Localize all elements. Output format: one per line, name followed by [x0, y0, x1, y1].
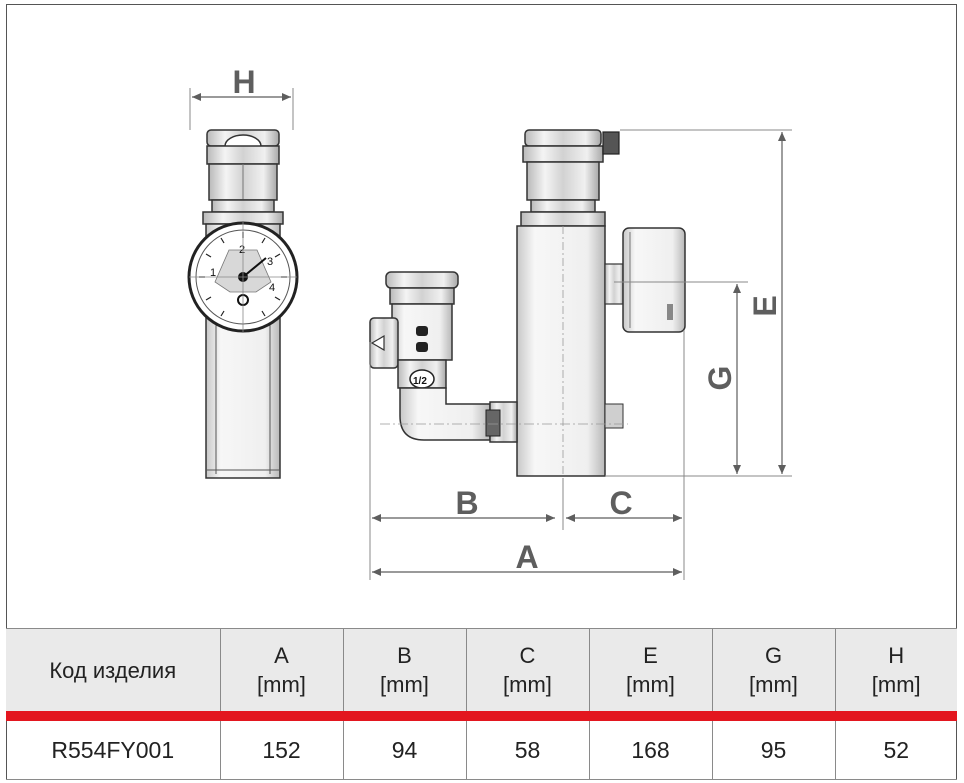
table-row: R554FY001 152 94 58 168 95 52 [6, 721, 957, 780]
gauge-label-3: 3 [267, 256, 273, 268]
dim-label-a: A [515, 539, 538, 575]
header-col-h: H[mm] [834, 628, 957, 711]
side-view: 1/2 [369, 129, 792, 580]
cell-e: 168 [588, 721, 712, 780]
cell-h: 52 [834, 721, 957, 780]
accent-bar [6, 711, 957, 721]
dim-label-b: B [455, 485, 478, 521]
valve-size-mark: 1/2 [413, 376, 427, 387]
gauge-label-4: 4 [269, 282, 275, 294]
dim-label-g: G [702, 366, 738, 391]
header-col-g: G[mm] [711, 628, 835, 711]
header-product-code: Код изделия [6, 628, 220, 711]
header-col-c: C[mm] [465, 628, 589, 711]
header-col-e: E[mm] [588, 628, 712, 711]
technical-drawing: 1 2 3 4 1/2 [187, 64, 792, 580]
cell-b: 94 [342, 721, 466, 780]
header-col-b: B[mm] [342, 628, 466, 711]
dim-label-h: H [232, 64, 255, 100]
gauge-label-1: 1 [210, 267, 216, 279]
gauge-label-2: 2 [239, 244, 245, 256]
table-header-row: Код изделия A[mm] B[mm] C[mm] E[mm] G[mm… [6, 628, 957, 711]
header-col-a: A[mm] [219, 628, 343, 711]
cell-product-code: R554FY001 [6, 721, 220, 780]
spec-table: Код изделия A[mm] B[mm] C[mm] E[mm] G[mm… [6, 628, 957, 780]
cell-g: 95 [711, 721, 835, 780]
dim-label-c: C [609, 485, 632, 521]
dim-label-e: E [747, 295, 783, 316]
cell-a: 152 [219, 721, 343, 780]
cell-c: 58 [465, 721, 589, 780]
front-view: 1 2 3 4 [187, 88, 299, 479]
